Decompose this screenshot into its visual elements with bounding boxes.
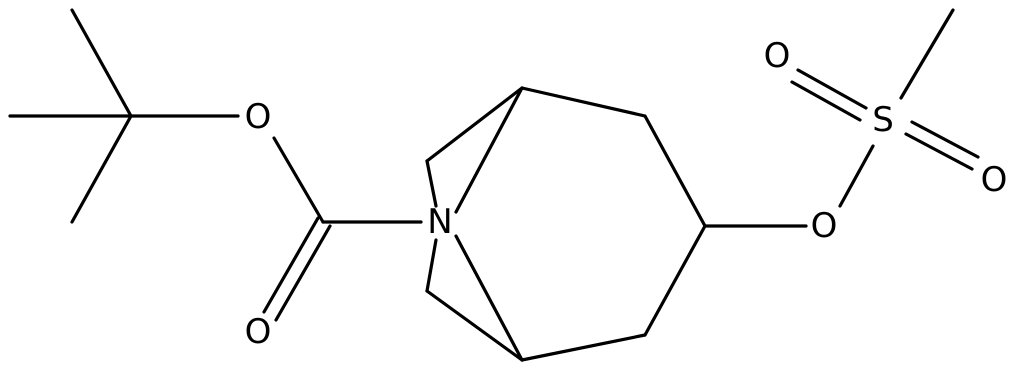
atom-o-carbonyl: O [245,312,272,352]
atom-o-mesylate: O [811,206,838,246]
bond-ccarbonyl-ocarbonyl-a [262,216,320,314]
bond-cringtop-cringright [643,114,707,228]
bond-ch3bottom-cquat [70,114,133,224]
bond-cbridgelower-cbhbottom [425,289,524,362]
bond-s-o2-b [910,120,980,159]
bond-cringright-cringbottom [643,224,707,337]
bond-n-cbhtop [454,86,524,214]
bond-cringbottom-cbhbottom [520,333,647,362]
bond-cbhtop-cringtop [520,86,647,118]
bond-cbridgeupper-cbhtop [425,86,524,163]
bond-oester-ccarbonyl [272,136,325,224]
atom-o-sulfonyl-1: O [764,36,791,76]
bond-s-o1-a [796,68,868,110]
atom-o-sulfonyl-2: O [981,160,1008,200]
bond-ch3top-cquat [70,8,133,118]
atom-n-bridge: N [427,202,452,242]
atom-o-ester: O [245,97,272,137]
bond-n-cbhbottom [454,234,524,362]
bond-omesylate-s [838,144,875,208]
bond-s-o2-a [904,132,974,171]
bond-n-cbridgelower [425,238,438,293]
bond-s-o1-b [790,80,862,122]
bond-ccarbonyl-ocarbonyl-b [274,224,332,322]
bond-s-ch3 [899,8,955,100]
bond-n-cbridgeupper [425,159,438,208]
atom-s-sulfonyl: S [872,100,894,140]
